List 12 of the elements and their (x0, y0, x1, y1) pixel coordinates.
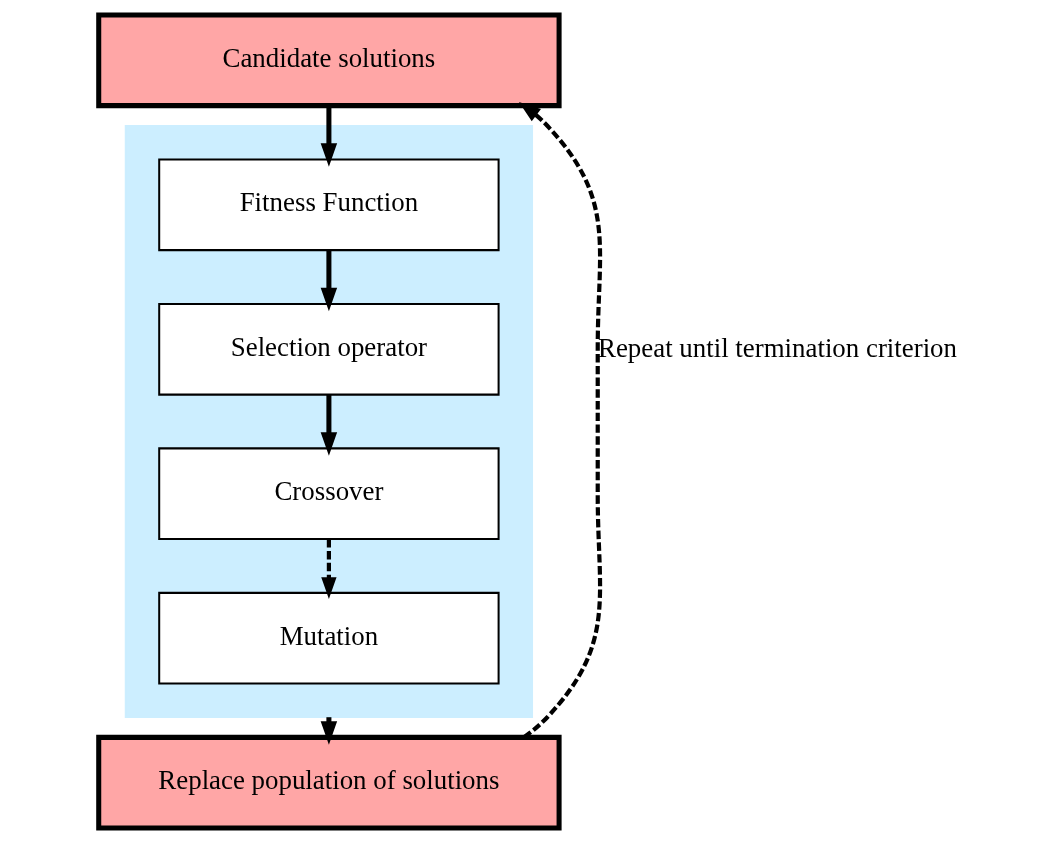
node-box: Replace population of solutions (96, 734, 562, 831)
arrow (320, 250, 338, 312)
arrow (320, 394, 338, 456)
arrow (321, 539, 337, 600)
cluster (124, 124, 534, 719)
node-box: Mutation (158, 591, 500, 685)
node-box: Candidate solutions (96, 12, 562, 109)
node-box: Fitness Function (158, 158, 500, 252)
node-box: Selection operator (158, 302, 500, 396)
arrow (320, 105, 338, 167)
node-box: Crossover (158, 447, 500, 541)
edge-label: Repeat until termination criterion (598, 333, 957, 364)
